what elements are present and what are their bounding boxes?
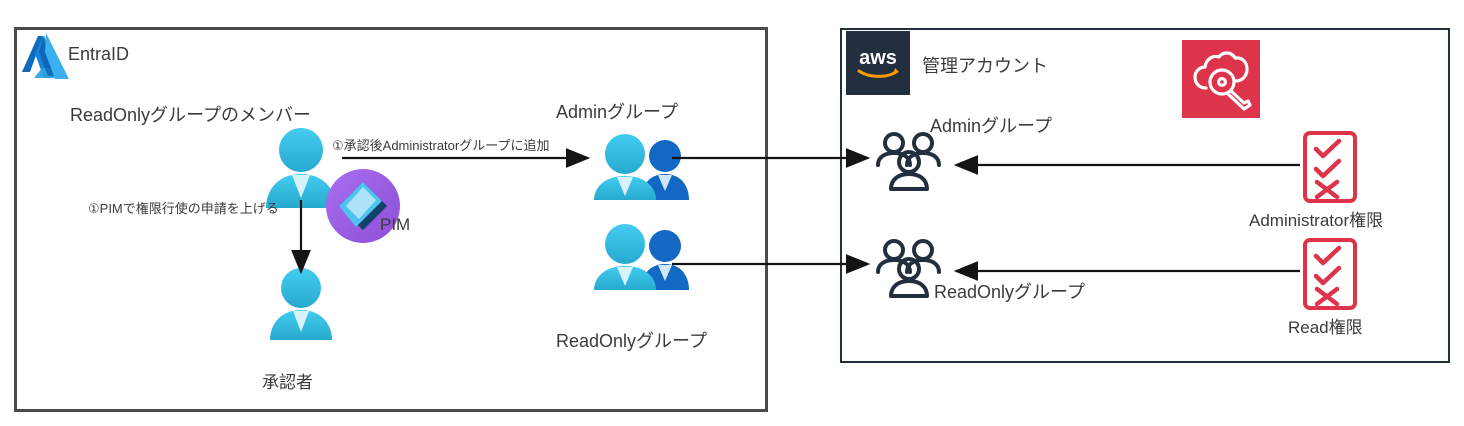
azure-entra-logo (22, 32, 70, 86)
administrator-permission-checklist-icon (1303, 131, 1357, 203)
read-permission-label: Read権限 (1288, 318, 1363, 337)
administrator-permission-label: Administrator権限 (1249, 211, 1384, 230)
entra-approver-label: 承認者 (262, 373, 313, 392)
pim-icon (326, 169, 400, 243)
annotation-approval-add: ①承認後Administratorグループに追加 (332, 138, 550, 153)
aws-panel-title: 管理アカウント (922, 56, 1048, 76)
aws-admin-group-label: Adminグループ (930, 116, 1052, 136)
aws-admin-group-icon (872, 131, 948, 193)
entra-approver-person-icon (263, 268, 339, 340)
cloudtrail-icon (1182, 40, 1260, 118)
annotation-pim-request: ①PIMで権限行使の申請を上げる (88, 201, 279, 216)
entra-readonly-group-icon (592, 224, 694, 290)
entra-readonly-group-label: ReadOnlyグループ (556, 331, 707, 351)
entra-admin-group-icon (592, 134, 694, 200)
entra-member-label: ReadOnlyグループのメンバー (70, 105, 311, 125)
read-permission-checklist-icon (1303, 238, 1357, 310)
entra-member-person-icon (258, 128, 344, 208)
aws-logo: aws (846, 31, 910, 95)
svg-text:aws: aws (859, 47, 897, 69)
pim-label: PIM (380, 215, 411, 234)
aws-readonly-group-icon (872, 238, 948, 300)
entra-admin-group-label: Adminグループ (556, 102, 678, 122)
aws-readonly-group-label: ReadOnlyグループ (934, 282, 1085, 302)
entra-panel-title: EntraID (68, 44, 130, 64)
